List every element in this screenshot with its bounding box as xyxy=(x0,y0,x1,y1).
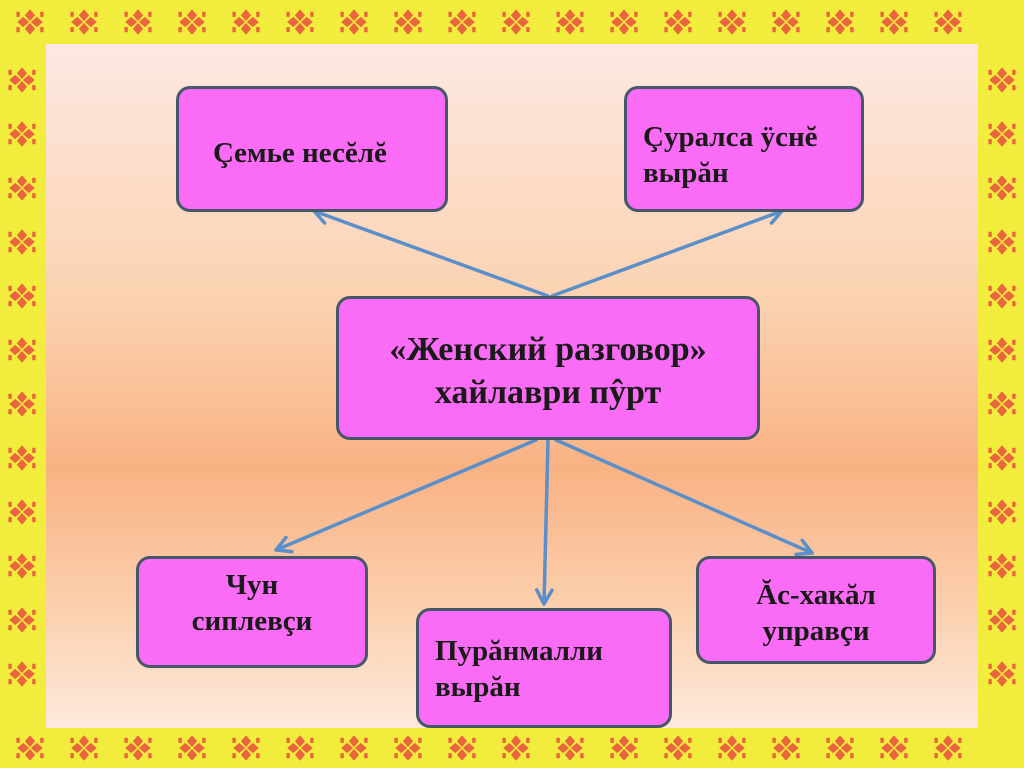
center-node: «Женский разговор» хайлаври пŷрт xyxy=(336,296,760,440)
top-left-node: Çемье несĕлĕ xyxy=(176,86,448,212)
top-right-node-line1: Çуралса ÿснĕ xyxy=(643,121,818,153)
bottom-right-node-line2: управçи xyxy=(762,615,870,648)
bottom-left-node-line2: сиплевçи xyxy=(191,605,313,638)
bottom-right-node: Ăс-хакăл управçи xyxy=(696,556,936,664)
top-right-node-line2: вырăн xyxy=(643,157,729,190)
bottom-right-node-line1: Ăс-хакăл xyxy=(756,579,876,611)
bottom-left-node: Чун сиплевçи xyxy=(136,556,368,668)
connector-arrow xyxy=(550,206,784,298)
connector-arrow xyxy=(534,438,554,606)
center-node-line2: хайлаври пŷрт xyxy=(434,373,662,411)
connector-arrow xyxy=(312,206,550,298)
top-right-node: Çуралса ÿснĕ вырăн xyxy=(624,86,864,212)
bottom-mid-node-line2: вырăн xyxy=(435,671,521,704)
bottom-mid-node-line1: Пурăнмалли xyxy=(435,635,603,667)
connector-arrow xyxy=(554,438,814,557)
bottom-left-node-line1: Чун xyxy=(225,569,279,601)
center-node-line1: «Женский разговор» xyxy=(389,331,707,368)
top-left-node-line1: Çемье несĕлĕ xyxy=(213,137,387,169)
bottom-mid-node: Пурăнмалли вырăн xyxy=(416,608,672,728)
connector-arrow xyxy=(274,438,538,554)
